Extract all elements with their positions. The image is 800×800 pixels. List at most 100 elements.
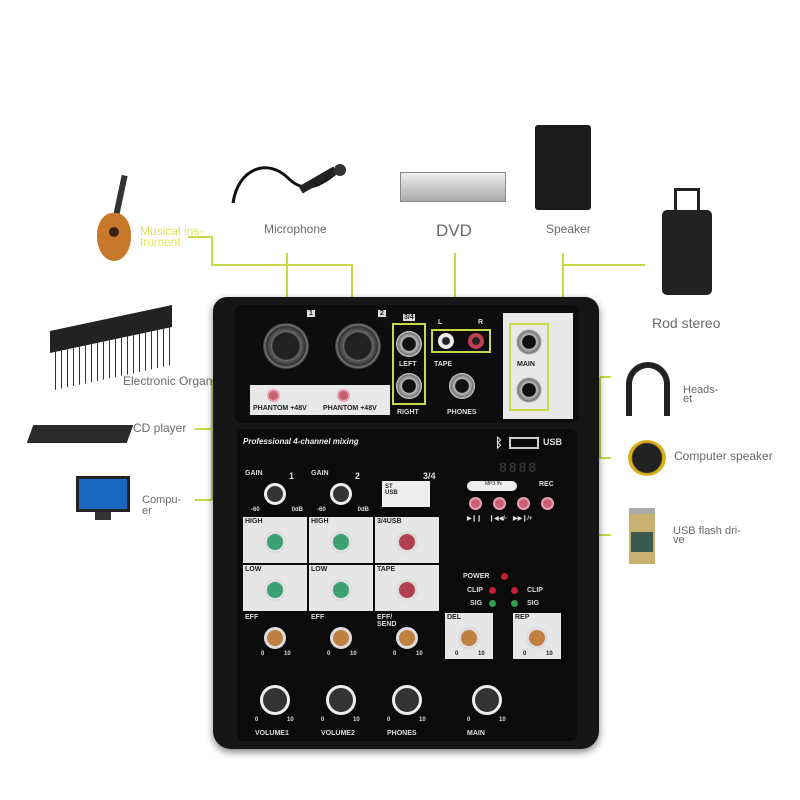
jack-main-r[interactable] (516, 377, 542, 403)
left-label: LEFT (399, 361, 417, 368)
main-label: MAIN (467, 730, 485, 737)
label-cd-player: CD player (133, 421, 187, 435)
sig-led-r (511, 600, 518, 607)
main-box (509, 323, 549, 411)
eff-knob-2[interactable] (330, 627, 352, 649)
gain-max-label: 0dB (357, 507, 369, 513)
high-knob-2[interactable] (330, 531, 352, 553)
gain-min-label: -60 (251, 507, 260, 513)
xlr-input-1[interactable] (263, 323, 309, 369)
jack-right[interactable] (396, 373, 422, 399)
usb-flash-drive-icon (629, 508, 655, 564)
guitar-icon (95, 174, 135, 263)
jack-main-l[interactable] (516, 329, 542, 355)
phones-knob[interactable] (392, 685, 422, 715)
label-dvd: DVD (436, 221, 472, 240)
bluetooth-icon: ᛒ (495, 435, 503, 450)
low-knob-1[interactable] (264, 579, 286, 601)
low-label-2: LOW (311, 566, 328, 573)
gain-min-label: -60 (317, 507, 326, 513)
tape-knob[interactable] (396, 579, 418, 601)
ch34-strip-label: 3/4 (423, 471, 436, 481)
volume1-section: VOLUME1 0 10 (243, 673, 307, 737)
mp3-in-label: MP3 IN (467, 481, 517, 491)
gain-section-2: GAIN -60 0dB (309, 469, 373, 515)
eff-label-2: EFF (311, 614, 325, 621)
scale-max-label: 10 (499, 717, 506, 723)
clip-label-r: CLIP (527, 587, 543, 594)
low-section-2: LOW (309, 565, 373, 611)
st-usb-selector[interactable]: ST USB (382, 481, 430, 507)
phantom-switch-1[interactable] (267, 389, 280, 402)
play-pause-button[interactable] (469, 497, 482, 510)
jack-left[interactable] (396, 331, 422, 357)
play-label: ▶❙❙ (467, 516, 482, 522)
ch1-label: 1 (307, 310, 315, 317)
label-electronic-organ: Electronic Organ (123, 374, 213, 388)
next-label: ▶▶❙/+ (513, 516, 533, 522)
speaker-icon (535, 125, 591, 210)
rca-tape-r[interactable] (468, 333, 484, 349)
next-button[interactable] (517, 497, 530, 510)
label-speaker: Speaker (546, 222, 591, 236)
gain-knob-2[interactable] (330, 483, 352, 505)
xlr-input-2[interactable] (335, 323, 381, 369)
display: 8888 (499, 459, 539, 475)
high-label-1: HIGH (245, 518, 263, 525)
scale-min-label: 0 (387, 717, 391, 723)
mixer-title: Professional 4-channel mixing (243, 437, 359, 446)
scale-min-label: 0 (523, 651, 527, 657)
phantom-switch-2[interactable] (337, 389, 350, 402)
ch2-strip-label: 2 (355, 471, 361, 481)
scale-min-label: 0 (455, 651, 459, 657)
sig-label-r: SIG (527, 600, 540, 607)
scale-min-label: 0 (393, 651, 397, 657)
main-label: MAIN (517, 361, 535, 368)
usb-port[interactable] (509, 437, 539, 449)
label-computer-speaker: Computer speaker (674, 449, 773, 463)
rep-knob[interactable] (526, 627, 548, 649)
scale-max-label: 10 (546, 651, 553, 657)
scale-max-label: 10 (478, 651, 485, 657)
cd-player-icon (26, 425, 134, 443)
power-label: POWER (463, 573, 490, 580)
gain-knob-1[interactable] (264, 483, 286, 505)
scale-max-label: 10 (287, 717, 294, 723)
scale-min-label: 0 (255, 717, 259, 723)
volume1-label: VOLUME1 (255, 730, 289, 737)
low-label-1: LOW (245, 566, 262, 573)
sig-led-l (489, 600, 496, 607)
scale-max-label: 10 (416, 651, 423, 657)
del-label: DEL (447, 614, 461, 621)
eff-knob-1[interactable] (264, 627, 286, 649)
usb34-knob[interactable] (396, 531, 418, 553)
del-knob[interactable] (458, 627, 480, 649)
tape-l-label: L (438, 319, 443, 326)
phones-label: PHONES (447, 409, 477, 416)
prev-label: ❙◀◀/- (489, 516, 507, 522)
volume2-knob[interactable] (326, 685, 356, 715)
gain-label-2: GAIN (311, 470, 329, 477)
rec-button[interactable] (541, 497, 554, 510)
phantom-label-1: PHANTOM +48V (253, 405, 307, 412)
high-label-2: HIGH (311, 518, 329, 525)
rca-tape-l[interactable] (438, 333, 454, 349)
ch34-label: 3/4 (403, 314, 415, 321)
volume1-knob[interactable] (260, 685, 290, 715)
high-section-1: HIGH (243, 517, 307, 563)
computer-speaker-icon (628, 440, 666, 476)
prev-button[interactable] (493, 497, 506, 510)
low-knob-2[interactable] (330, 579, 352, 601)
tape-r-label: R (478, 319, 484, 326)
high-section-2: HIGH (309, 517, 373, 563)
usb34-label: 3/4USB (377, 518, 402, 525)
main-knob[interactable] (472, 685, 502, 715)
eff-send-knob[interactable] (396, 627, 418, 649)
scale-max-label: 10 (350, 651, 357, 657)
high-knob-1[interactable] (264, 531, 286, 553)
jack-phones[interactable] (449, 373, 475, 399)
volume2-label: VOLUME2 (321, 730, 355, 737)
